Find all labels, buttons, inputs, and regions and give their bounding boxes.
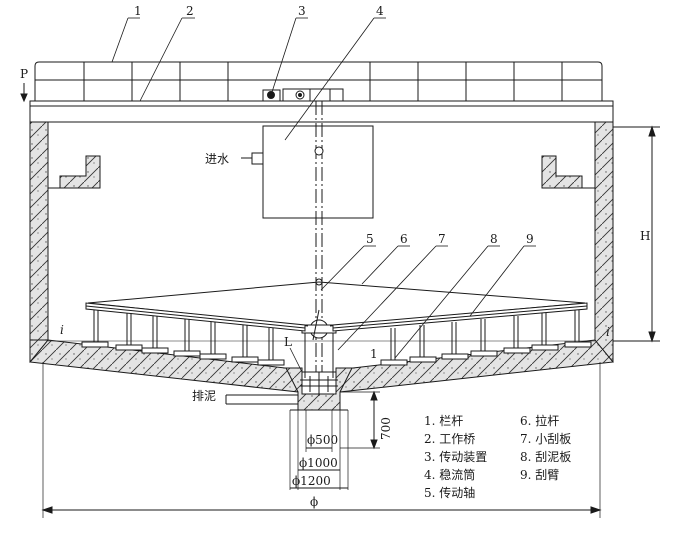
scraper-blades (81, 341, 592, 366)
h-dim-label: H (640, 229, 650, 243)
legend-item-5: 5. 传动轴 (424, 485, 475, 500)
legend-item-6: 6. 拉杆 (520, 413, 559, 428)
callout-7: 7 (438, 232, 446, 246)
callout-8: 8 (490, 232, 498, 246)
sludge-pipe (225, 394, 298, 405)
drive-unit (262, 88, 344, 102)
right-wall (594, 121, 614, 363)
legend-item-1: 1. 栏杆 (424, 413, 463, 428)
inlet-label: 进水 (205, 152, 229, 166)
small-1-label: 1 (370, 347, 378, 361)
dim-d1200: ϕ1200 (292, 474, 331, 488)
legend-item-8: 8. 刮泥板 (520, 450, 571, 464)
legend-item-7: 7. 小刮板 (520, 432, 571, 446)
callout-2: 2 (186, 4, 194, 18)
small-scrapers (304, 333, 334, 378)
stilling-well (241, 125, 374, 219)
left-launder (48, 155, 101, 189)
sludge-outlet-label: 排泥 (192, 389, 216, 403)
small-L-label: L (284, 335, 292, 349)
callout-9: 9 (526, 232, 534, 246)
callout-4: 4 (376, 4, 384, 18)
scraper-hangers-left (93, 310, 274, 361)
dim-700-label: 700 (379, 417, 393, 440)
p-marker-label: P (20, 67, 28, 81)
leader-lines (111, 17, 536, 373)
railing (34, 61, 603, 101)
slope-label-left: i (60, 323, 64, 337)
dim-h (613, 125, 660, 343)
callout-1: 1 (134, 4, 142, 18)
callout-5: 5 (366, 232, 374, 246)
dim-diameters (289, 410, 349, 490)
dim-700 (340, 390, 380, 450)
left-wall (29, 121, 49, 341)
p-marker (20, 83, 28, 103)
dim-d500: ϕ500 (307, 433, 338, 447)
scraper-hangers-right (390, 310, 580, 361)
scraper-arms (85, 302, 588, 332)
dim-overall (41, 362, 602, 518)
dim-d1000: ϕ1000 (299, 456, 338, 470)
sludge-hopper (285, 367, 353, 411)
dim-overall-label: ϕ (310, 495, 318, 509)
legend-item-3: 3. 传动装置 (424, 449, 487, 464)
legend-item-9: 9. 刮臂 (520, 468, 559, 482)
callout-3: 3 (298, 4, 306, 18)
legend-item-4: 4. 稳流筒 (424, 467, 475, 482)
callout-6: 6 (400, 232, 408, 246)
slope-label-right: i (606, 325, 610, 339)
legend: 1. 栏杆 6. 拉杆 2. 工作桥 7. 小刮板 3. 传动装置 8. 刮泥板… (424, 413, 571, 500)
right-launder (541, 155, 595, 189)
legend-item-2: 2. 工作桥 (424, 432, 475, 446)
